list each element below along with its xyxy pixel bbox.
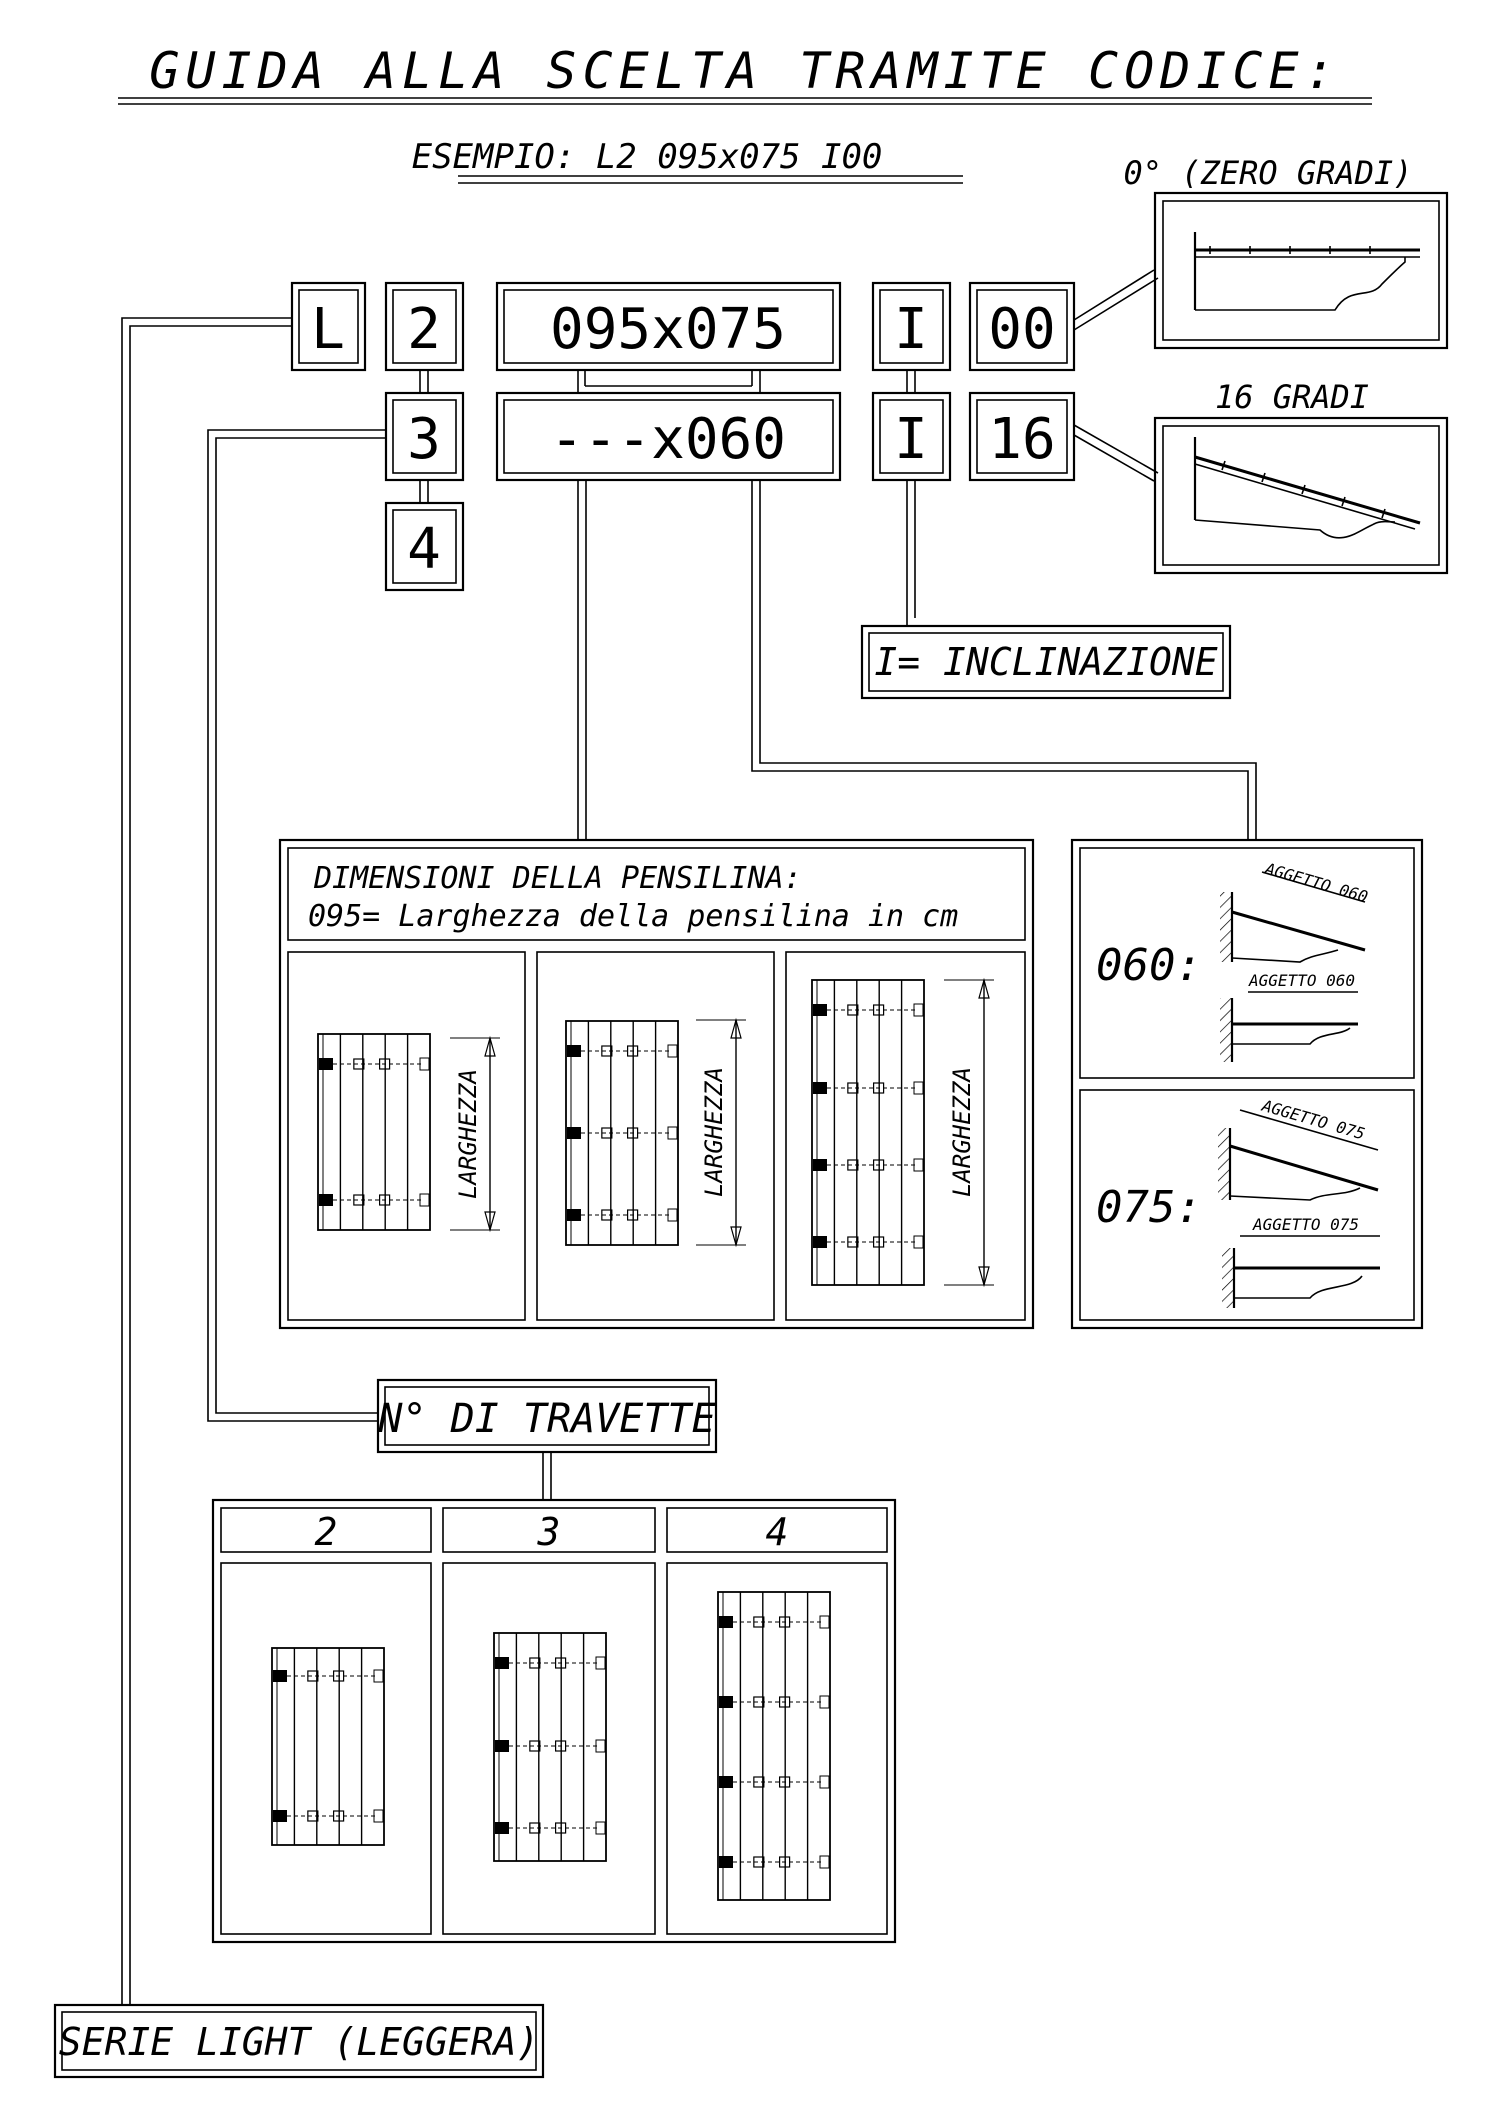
page-title: GUIDA ALLA SCELTA TRAMITE CODICE: <box>149 42 1340 100</box>
canopy-width-large <box>811 979 925 1286</box>
series-label-box: SERIE LIGHT (LEGGERA) <box>53 2003 545 2079</box>
box-connectors <box>419 370 916 503</box>
dimension-connector <box>577 480 587 840</box>
svg-text:4: 4 <box>407 517 441 582</box>
dimension-panel: DIMENSIONI DELLA PENSILINA: 095= Larghez… <box>278 838 1035 1330</box>
width-dimension-medium: LARGHEZZA <box>696 1017 746 1248</box>
beams-option-3-label: 3 <box>537 1510 561 1554</box>
beams-options-panel: 2 3 4 <box>211 1498 897 1944</box>
projection-connector <box>751 480 1257 840</box>
sixteen-degrees-label: 16 GRADI <box>1215 378 1369 416</box>
svg-text:16: 16 <box>988 407 1055 472</box>
svg-text:I= INCLINAZIONE: I= INCLINAZIONE <box>874 640 1217 684</box>
code-box-series: L <box>290 281 367 372</box>
width-label: LARGHEZZA <box>948 1067 976 1197</box>
canopy-width-medium <box>565 1020 679 1246</box>
svg-text:---x060: ---x060 <box>550 407 786 472</box>
svg-text:L: L <box>311 297 345 362</box>
code-box-beams-2: 2 <box>384 281 465 372</box>
projection-075-flat: AGGETTO 075 <box>1222 1215 1380 1308</box>
projection-075-tilted: AGGETTO 075 <box>1218 1096 1379 1201</box>
tilt-connectors <box>1073 269 1159 482</box>
beams-option-2-label: 2 <box>315 1510 338 1554</box>
svg-text:3: 3 <box>407 407 441 472</box>
projection-panel: 060: 075: AGGETTO 060 AGGETTO 060 <box>1070 838 1424 1330</box>
svg-text:00: 00 <box>988 297 1055 362</box>
canopy-4-beams <box>717 1591 831 1901</box>
code-box-deg-16: 16 <box>968 391 1076 482</box>
svg-text:I: I <box>894 297 928 362</box>
svg-text:095x075: 095x075 <box>550 297 786 362</box>
canopy-width-small <box>317 1033 431 1231</box>
code-box-dims-095x075: 095x075 <box>495 281 842 372</box>
tilt-panel-16-degrees <box>1153 416 1449 575</box>
projection-060-flat: AGGETTO 060 <box>1220 971 1358 1062</box>
dimension-canopy-views: LARGHEZZA LARGHEZZA LARGHEZZA <box>317 977 994 1288</box>
zero-degrees-label: 0° (ZERO GRADI) <box>1124 154 1413 192</box>
svg-text:AGGETTO 075: AGGETTO 075 <box>1252 1215 1359 1234</box>
svg-text:AGGETTO 060: AGGETTO 060 <box>1248 971 1355 990</box>
projection-075-label: 075: <box>1096 1182 1202 1233</box>
inclination-connector <box>906 480 916 626</box>
beams-connector <box>207 429 386 1422</box>
svg-text:2: 2 <box>407 297 441 362</box>
series-connector <box>121 317 292 2005</box>
example-code: ESEMPIO: L2 095x075 I00 <box>412 137 883 177</box>
svg-text:SERIE LIGHT (LEGGERA): SERIE LIGHT (LEGGERA) <box>59 2020 539 2064</box>
svg-text:N° DI TRAVETTE: N° DI TRAVETTE <box>377 1396 715 1442</box>
beams-canopy-views <box>271 1591 831 1901</box>
code-box-deg-00: 00 <box>968 281 1076 372</box>
beams-label-box: N° DI TRAVETTE <box>376 1378 718 1454</box>
projection-060-label: 060: <box>1096 940 1202 991</box>
inclination-label-box: I= INCLINAZIONE <box>860 624 1232 700</box>
width-dimension-small: LARGHEZZA <box>450 1035 500 1233</box>
beams-option-4-label: 4 <box>766 1510 789 1554</box>
dimension-heading: DIMENSIONI DELLA PENSILINA: <box>313 861 802 896</box>
canopy-2-beams <box>271 1647 385 1846</box>
svg-text:I: I <box>894 407 928 472</box>
dimension-description: 095= Larghezza della pensilina in cm <box>308 899 958 934</box>
code-box-incl-I-2: I <box>871 391 952 482</box>
code-box-beams-3: 3 <box>384 391 465 482</box>
canopy-3-beams <box>493 1632 607 1862</box>
width-dimension-large: LARGHEZZA <box>944 977 994 1288</box>
svg-text:AGGETTO 060: AGGETTO 060 <box>1262 859 1370 907</box>
code-box-dims-x060: ---x060 <box>495 391 842 482</box>
width-label: LARGHEZZA <box>454 1069 482 1199</box>
beams-label-connector <box>542 1452 552 1500</box>
code-box-incl-I: I <box>871 281 952 372</box>
tilt-panel-0-degrees <box>1153 191 1449 350</box>
code-box-beams-4: 4 <box>384 501 465 592</box>
width-label: LARGHEZZA <box>700 1067 728 1197</box>
projection-060-tilted: AGGETTO 060 <box>1220 859 1370 963</box>
